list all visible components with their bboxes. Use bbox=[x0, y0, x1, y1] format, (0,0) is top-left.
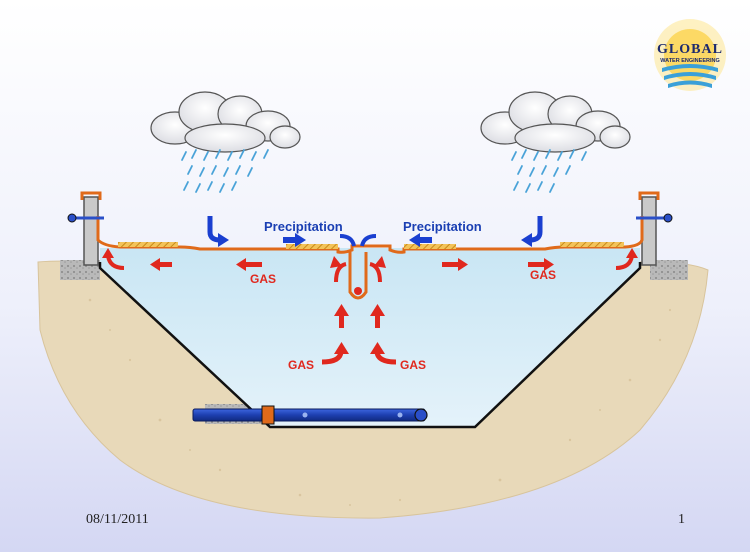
label-gas-left-rising: GAS bbox=[288, 358, 315, 372]
cover-weight-center-left bbox=[286, 244, 338, 249]
label-precipitation-right: Precipitation bbox=[403, 219, 482, 234]
right-wall-cap bbox=[638, 191, 660, 200]
cover-weight-center-right bbox=[404, 244, 456, 249]
anchor-bolt-right-icon bbox=[636, 213, 673, 223]
label-gas-right-rising: GAS bbox=[400, 358, 427, 372]
logo-name: GLOBAL bbox=[657, 42, 723, 57]
gravel-footing-right bbox=[650, 260, 688, 280]
gas-rising-arrow-right-1-icon bbox=[370, 304, 385, 328]
center-sump bbox=[348, 252, 368, 300]
footer-date: 08/11/2011 bbox=[86, 512, 149, 527]
label-gas-left-surface: GAS bbox=[250, 272, 277, 286]
gas-rising-arrow-left-2-head bbox=[334, 342, 349, 354]
logo-sun-icon bbox=[654, 19, 726, 91]
gas-curve-arrow-left-head bbox=[330, 256, 342, 268]
soil-texture bbox=[88, 298, 672, 506]
gas-arrow-left-icon bbox=[236, 258, 262, 271]
cover-weight-right bbox=[560, 242, 624, 247]
gas-arrow-far-left-icon bbox=[150, 258, 172, 271]
label-gas-right-surface: GAS bbox=[530, 268, 557, 282]
footer-page-number: 1 bbox=[678, 512, 685, 527]
sump-float-icon bbox=[354, 287, 362, 295]
gas-arrow-right-icon bbox=[442, 258, 468, 271]
precipitation-arrow-right-icon bbox=[409, 233, 432, 247]
gas-arrow-right-corner-head bbox=[626, 248, 638, 258]
cloud-right-icon bbox=[480, 91, 631, 153]
right-wall bbox=[641, 196, 657, 266]
gas-rising-arrow-right-2-head bbox=[370, 342, 385, 354]
rain-left-icon bbox=[181, 149, 269, 193]
anchor-bolt-left-icon bbox=[67, 213, 104, 223]
cover-weight-left bbox=[118, 242, 178, 247]
left-wall-cap bbox=[80, 191, 102, 200]
label-precipitation-left: Precipitation bbox=[264, 219, 343, 234]
rain-right-icon bbox=[511, 149, 587, 193]
left-wall bbox=[83, 196, 99, 266]
cloud-left-icon bbox=[150, 91, 301, 153]
sump-inflow-arrows-icon bbox=[339, 234, 377, 247]
gas-arrow-far-right-icon bbox=[528, 258, 554, 271]
water-body bbox=[100, 248, 640, 427]
gas-curve-arrow-right-head bbox=[374, 256, 386, 268]
gas-curve-arrow-right-icon bbox=[369, 262, 382, 283]
drain-pipe bbox=[192, 405, 428, 425]
precipitation-arrow-left-icon bbox=[283, 233, 306, 247]
basin-outline bbox=[98, 262, 642, 429]
rain-runoff-arrow-right-icon bbox=[521, 216, 543, 247]
gas-curve-arrow-left-icon bbox=[334, 262, 347, 283]
gas-rising-arrow-left-1-icon bbox=[334, 304, 349, 328]
gas-arrow-left-corner-head bbox=[102, 248, 114, 258]
logo-tagline: WATER ENGINEERING bbox=[660, 58, 720, 64]
rain-runoff-arrow-left-icon bbox=[207, 216, 229, 247]
